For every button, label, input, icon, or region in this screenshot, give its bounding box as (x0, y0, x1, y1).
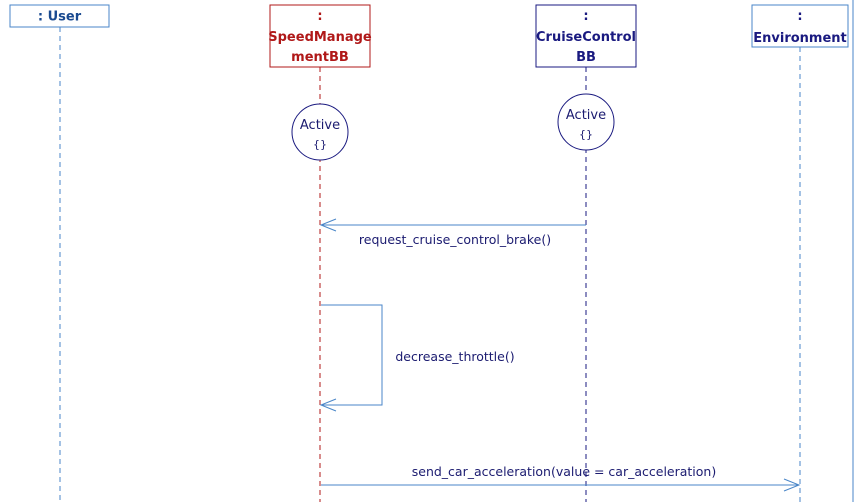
arrow-head-icon (783, 478, 801, 492)
state-circle (291, 103, 349, 161)
lifeline-speed-name-line-1: : (317, 9, 322, 24)
state-label: Active (300, 118, 340, 133)
lifeline-cruise-name-line-3: BB (576, 50, 596, 65)
message-decrease-throttle[interactable]: decrease_throttle() (319, 304, 515, 412)
lifeline-user-name: : User (38, 10, 82, 25)
lifeline-env-box[interactable] (751, 4, 849, 48)
lifeline-speed-management: : SpeedManage mentBB (268, 4, 372, 502)
state-cruise-active[interactable]: Active {} (557, 93, 615, 151)
message-label: decrease_throttle() (395, 349, 514, 364)
message-send-car-acceleration[interactable]: send_car_acceleration(value = car_accele… (321, 464, 801, 492)
lifeline-env-name-line-2: Environment (753, 31, 847, 46)
state-circle (557, 93, 615, 151)
lifeline-user: : User (9, 4, 110, 502)
state-label: Active (566, 108, 606, 123)
lifeline-environment: : Environment (751, 4, 849, 502)
state-sub: {} (313, 138, 327, 151)
message-line (321, 304, 383, 406)
lifeline-cruise-control: : CruiseControl BB (535, 4, 637, 502)
lifeline-speed-name-line-2: SpeedManage (268, 30, 372, 45)
lifeline-env-name-line-1: : (797, 9, 802, 24)
lifeline-cruise-name-line-2: CruiseControl (536, 30, 636, 45)
lifeline-cruise-name-line-1: : (583, 9, 588, 24)
lifeline-speed-box[interactable] (269, 4, 371, 68)
message-label: request_cruise_control_brake() (359, 232, 551, 247)
arrow-head-icon (319, 398, 337, 412)
state-speed-active[interactable]: Active {} (291, 103, 349, 161)
arrow-head-icon (319, 218, 337, 232)
message-request-cruise-control-brake[interactable]: request_cruise_control_brake() (319, 218, 586, 247)
lifeline-speed-name-line-3: mentBB (291, 50, 349, 65)
state-sub: {} (579, 128, 593, 141)
message-label: send_car_acceleration(value = car_accele… (412, 464, 716, 479)
